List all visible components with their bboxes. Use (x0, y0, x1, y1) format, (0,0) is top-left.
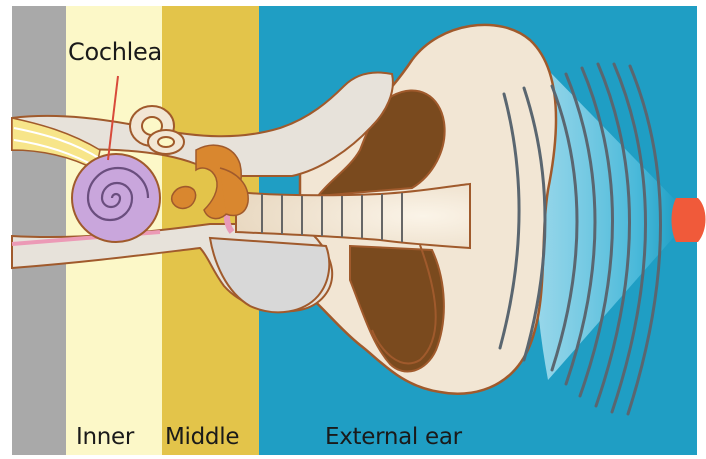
cochlea (72, 154, 160, 242)
cochlea-label: Cochlea (68, 38, 162, 66)
skull-zone (12, 6, 66, 455)
external-ear-label: External ear (325, 424, 462, 450)
middle-ear-label: Middle (165, 424, 239, 450)
inner-ear-label: Inner (76, 424, 134, 450)
sound-source-icon (672, 198, 706, 242)
